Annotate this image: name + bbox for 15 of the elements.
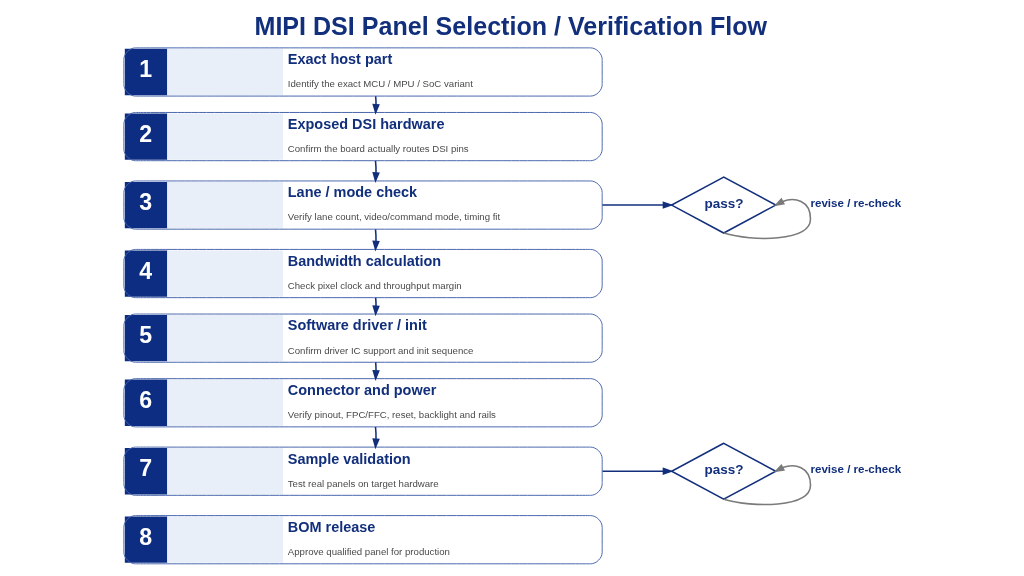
arrow: [722, 463, 811, 506]
diagram-title: MIPI DSI Panel Selection / Verification Flow: [254, 12, 767, 41]
arrow: [371, 160, 380, 184]
arrow: [371, 228, 380, 252]
edge-label: revise / re-check: [809, 197, 901, 210]
edge-label: revise / re-check: [809, 463, 901, 476]
arrow: [601, 467, 673, 475]
arrow: [722, 197, 811, 240]
arrow: [371, 95, 380, 115]
arrow: [371, 426, 380, 450]
arrow: [601, 201, 673, 209]
node-diamond: pass?: [669, 442, 777, 501]
node-diamond: pass?: [669, 176, 777, 234]
arrow: [371, 361, 380, 381]
arrow: [371, 297, 380, 317]
